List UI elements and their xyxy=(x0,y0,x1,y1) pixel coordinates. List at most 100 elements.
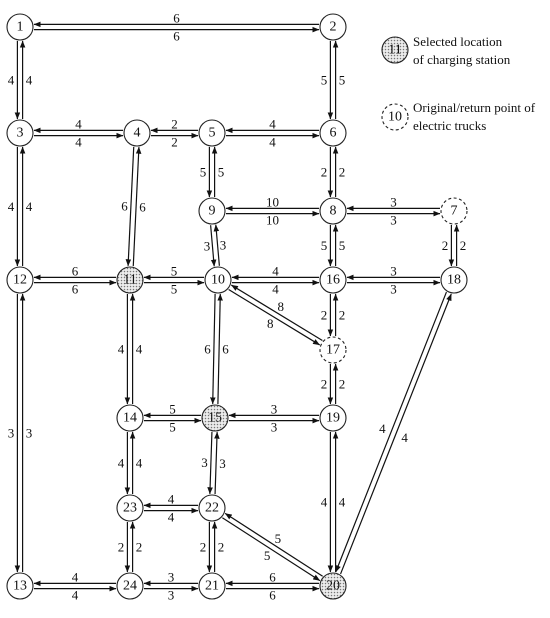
legend-selected-line1: Selected location xyxy=(413,34,503,49)
arrow-15-to-10 xyxy=(217,293,223,405)
arrow-15-to-22 xyxy=(207,431,213,495)
arrow-17-to-10 xyxy=(230,284,323,342)
edge-weight-label: 6 xyxy=(173,29,180,44)
edge-weight-label: 4 xyxy=(75,135,82,150)
arrow-4-to-11 xyxy=(125,146,135,267)
edge-weight-label: 4 xyxy=(339,495,346,510)
node-circle xyxy=(6,119,34,147)
arrow-22-to-15 xyxy=(214,431,220,495)
node-14: 14 xyxy=(116,404,144,432)
arrow-10-to-9 xyxy=(213,224,220,266)
node-9: 9 xyxy=(198,197,226,225)
edge-22-23: 44 xyxy=(143,492,199,525)
node-5: 5 xyxy=(198,119,226,147)
node-label: 1 xyxy=(17,20,24,35)
edge-weight-label: 6 xyxy=(139,199,146,214)
edge-weight-label: 4 xyxy=(401,430,408,445)
edge-weight-label: 5 xyxy=(171,282,178,297)
legend-selected-line2: of charging station xyxy=(413,52,511,67)
edge-18-20: 44 xyxy=(335,291,452,575)
node-circle xyxy=(6,266,34,294)
node-circle xyxy=(198,197,226,225)
arrow-10-to-15 xyxy=(210,293,216,405)
edge-7-8: 33 xyxy=(346,195,441,228)
edge-weight-label: 3 xyxy=(390,264,397,279)
node-label: 10 xyxy=(211,273,225,288)
edge-4-5: 22 xyxy=(150,117,199,150)
arrow-22-to-20 xyxy=(222,517,321,582)
node-circle xyxy=(6,13,34,41)
legend-selected-symbol xyxy=(381,36,409,64)
node-7: 7 xyxy=(440,197,468,225)
edge-weight-label: 5 xyxy=(339,73,346,88)
edge-weight-label: 2 xyxy=(200,540,207,555)
node-circle xyxy=(440,197,468,225)
node-circle xyxy=(319,197,347,225)
node-17: 17 xyxy=(319,336,347,364)
edge-weight-label: 4 xyxy=(269,117,276,132)
edge-weight-label: 2 xyxy=(171,117,178,132)
edge-10-11: 55 xyxy=(143,264,205,297)
edge-weight-label: 4 xyxy=(26,73,33,88)
node-label: 18 xyxy=(447,273,461,288)
node-label: 19 xyxy=(326,411,340,426)
edge-10-16: 44 xyxy=(231,264,320,297)
edge-weight-label: 3 xyxy=(271,402,278,417)
node-circle xyxy=(198,119,226,147)
node-circle xyxy=(204,266,232,294)
node-18: 18 xyxy=(440,266,468,294)
node-circle xyxy=(319,404,347,432)
edge-weight-label: 6 xyxy=(204,341,211,356)
node-circle xyxy=(319,266,347,294)
edge-weight-label: 3 xyxy=(390,282,397,297)
edge-weight-label: 5 xyxy=(171,264,178,279)
node-1: 1 xyxy=(6,13,34,41)
edge-weight-label: 5 xyxy=(200,165,207,180)
edge-weight-label: 4 xyxy=(118,342,125,357)
node-circle xyxy=(319,572,347,600)
edge-16-18: 33 xyxy=(346,264,441,297)
edge-13-24: 44 xyxy=(33,570,117,603)
node-23: 23 xyxy=(116,494,144,522)
legend-origin-symbol xyxy=(381,103,409,131)
edge-weight-label: 4 xyxy=(75,117,82,132)
edge-weight-label: 3 xyxy=(201,455,208,470)
arrow-18-to-20 xyxy=(335,291,447,573)
edge-weight-label: 2 xyxy=(442,238,449,253)
edge-weight-label: 3 xyxy=(26,426,33,441)
edge-weight-label: 4 xyxy=(272,282,279,297)
edge-weight-label: 4 xyxy=(118,456,125,471)
edge-weight-label: 5 xyxy=(169,402,176,417)
node-circle xyxy=(116,572,144,600)
node-label: 13 xyxy=(13,579,27,594)
edge-weight-label: 6 xyxy=(173,11,180,26)
edge-weight-label: 3 xyxy=(8,426,15,441)
node-label: 12 xyxy=(13,273,27,288)
edge-weight-label: 3 xyxy=(204,239,211,254)
edge-weight-label: 3 xyxy=(390,213,397,228)
node-6: 6 xyxy=(319,119,347,147)
edge-weight-label: 2 xyxy=(339,308,346,323)
edge-weight-label: 3 xyxy=(219,456,226,471)
node-circle xyxy=(201,404,229,432)
edge-weight-label: 4 xyxy=(272,264,279,279)
node-label: 21 xyxy=(205,579,219,594)
node-label: 3 xyxy=(17,126,24,141)
edge-weight-label: 3 xyxy=(390,195,397,210)
legend-origin-symbol-label: 10 xyxy=(388,110,402,125)
edge-weight-label: 6 xyxy=(72,282,79,297)
node-3: 3 xyxy=(6,119,34,147)
node-label: 9 xyxy=(209,204,216,219)
node-21: 21 xyxy=(198,572,226,600)
